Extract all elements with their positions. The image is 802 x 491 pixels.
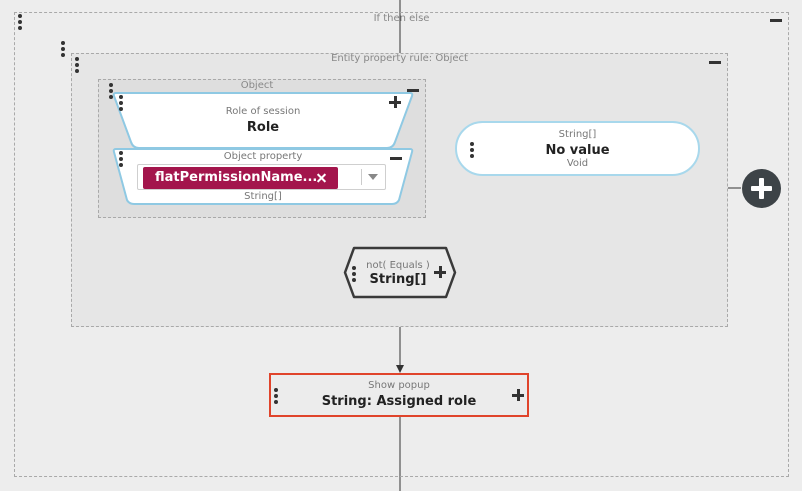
if-then-else-block: If then else xyxy=(14,12,789,477)
show-popup-value: String: Assigned role xyxy=(321,394,477,409)
collapse-entity-rule-button[interactable] xyxy=(709,61,721,64)
object-property-type: String[] xyxy=(244,191,282,202)
chevron-down-icon[interactable] xyxy=(368,174,378,180)
drag-handle-icon[interactable] xyxy=(109,83,113,101)
not-equals-value: String[] xyxy=(369,272,427,287)
drag-handle-icon[interactable] xyxy=(119,151,123,169)
drag-handle-icon[interactable] xyxy=(470,142,474,160)
selected-property-tag: flatPermissionName... xyxy=(143,167,338,189)
select-divider xyxy=(361,169,362,185)
not-equals-shape xyxy=(343,246,457,299)
if-then-else-title: If then else xyxy=(373,13,430,24)
object-group-title: Object xyxy=(240,80,274,91)
plus-icon[interactable] xyxy=(434,266,446,278)
drag-handle-icon[interactable] xyxy=(119,95,123,113)
string-node-caption: String[] xyxy=(558,129,597,140)
object-property-node[interactable]: Object property String[] xyxy=(112,148,414,206)
string-node-sub: Void xyxy=(566,158,589,169)
drag-handle-icon[interactable] xyxy=(18,14,22,32)
collapse-if-then-else-button[interactable] xyxy=(770,19,782,22)
selected-property-label: flatPermissionName... xyxy=(155,170,318,185)
add-circle-icon[interactable] xyxy=(742,169,781,208)
string-node[interactable]: String[] No value Void xyxy=(455,121,700,176)
minus-icon[interactable] xyxy=(390,157,402,160)
drag-handle-icon[interactable] xyxy=(75,57,79,75)
property-select[interactable]: flatPermissionName... xyxy=(137,164,386,190)
show-popup-caption: Show popup xyxy=(368,380,430,391)
plus-icon[interactable] xyxy=(512,389,524,401)
object-property-caption: Object property xyxy=(223,151,303,162)
not-equals-node[interactable]: not( Equals ) String[] xyxy=(342,246,458,299)
drag-handle-icon[interactable] xyxy=(274,388,278,406)
role-node-caption: Role of session xyxy=(225,106,301,117)
show-popup-node[interactable]: Show popup String: Assigned role xyxy=(269,373,529,417)
drag-handle-icon[interactable] xyxy=(61,41,65,59)
role-node-value: Role xyxy=(246,120,280,135)
entity-property-rule-title: Entity property rule: Object xyxy=(331,53,468,64)
add-circle-v xyxy=(759,178,764,199)
collapse-object-group-button[interactable] xyxy=(407,89,419,92)
not-equals-caption: not( Equals ) xyxy=(366,260,430,271)
plus-icon[interactable] xyxy=(389,96,401,108)
role-node[interactable]: Role of session Role xyxy=(112,92,414,150)
close-icon[interactable] xyxy=(316,172,327,183)
drag-handle-icon[interactable] xyxy=(352,266,356,284)
string-node-value: No value xyxy=(545,143,610,158)
